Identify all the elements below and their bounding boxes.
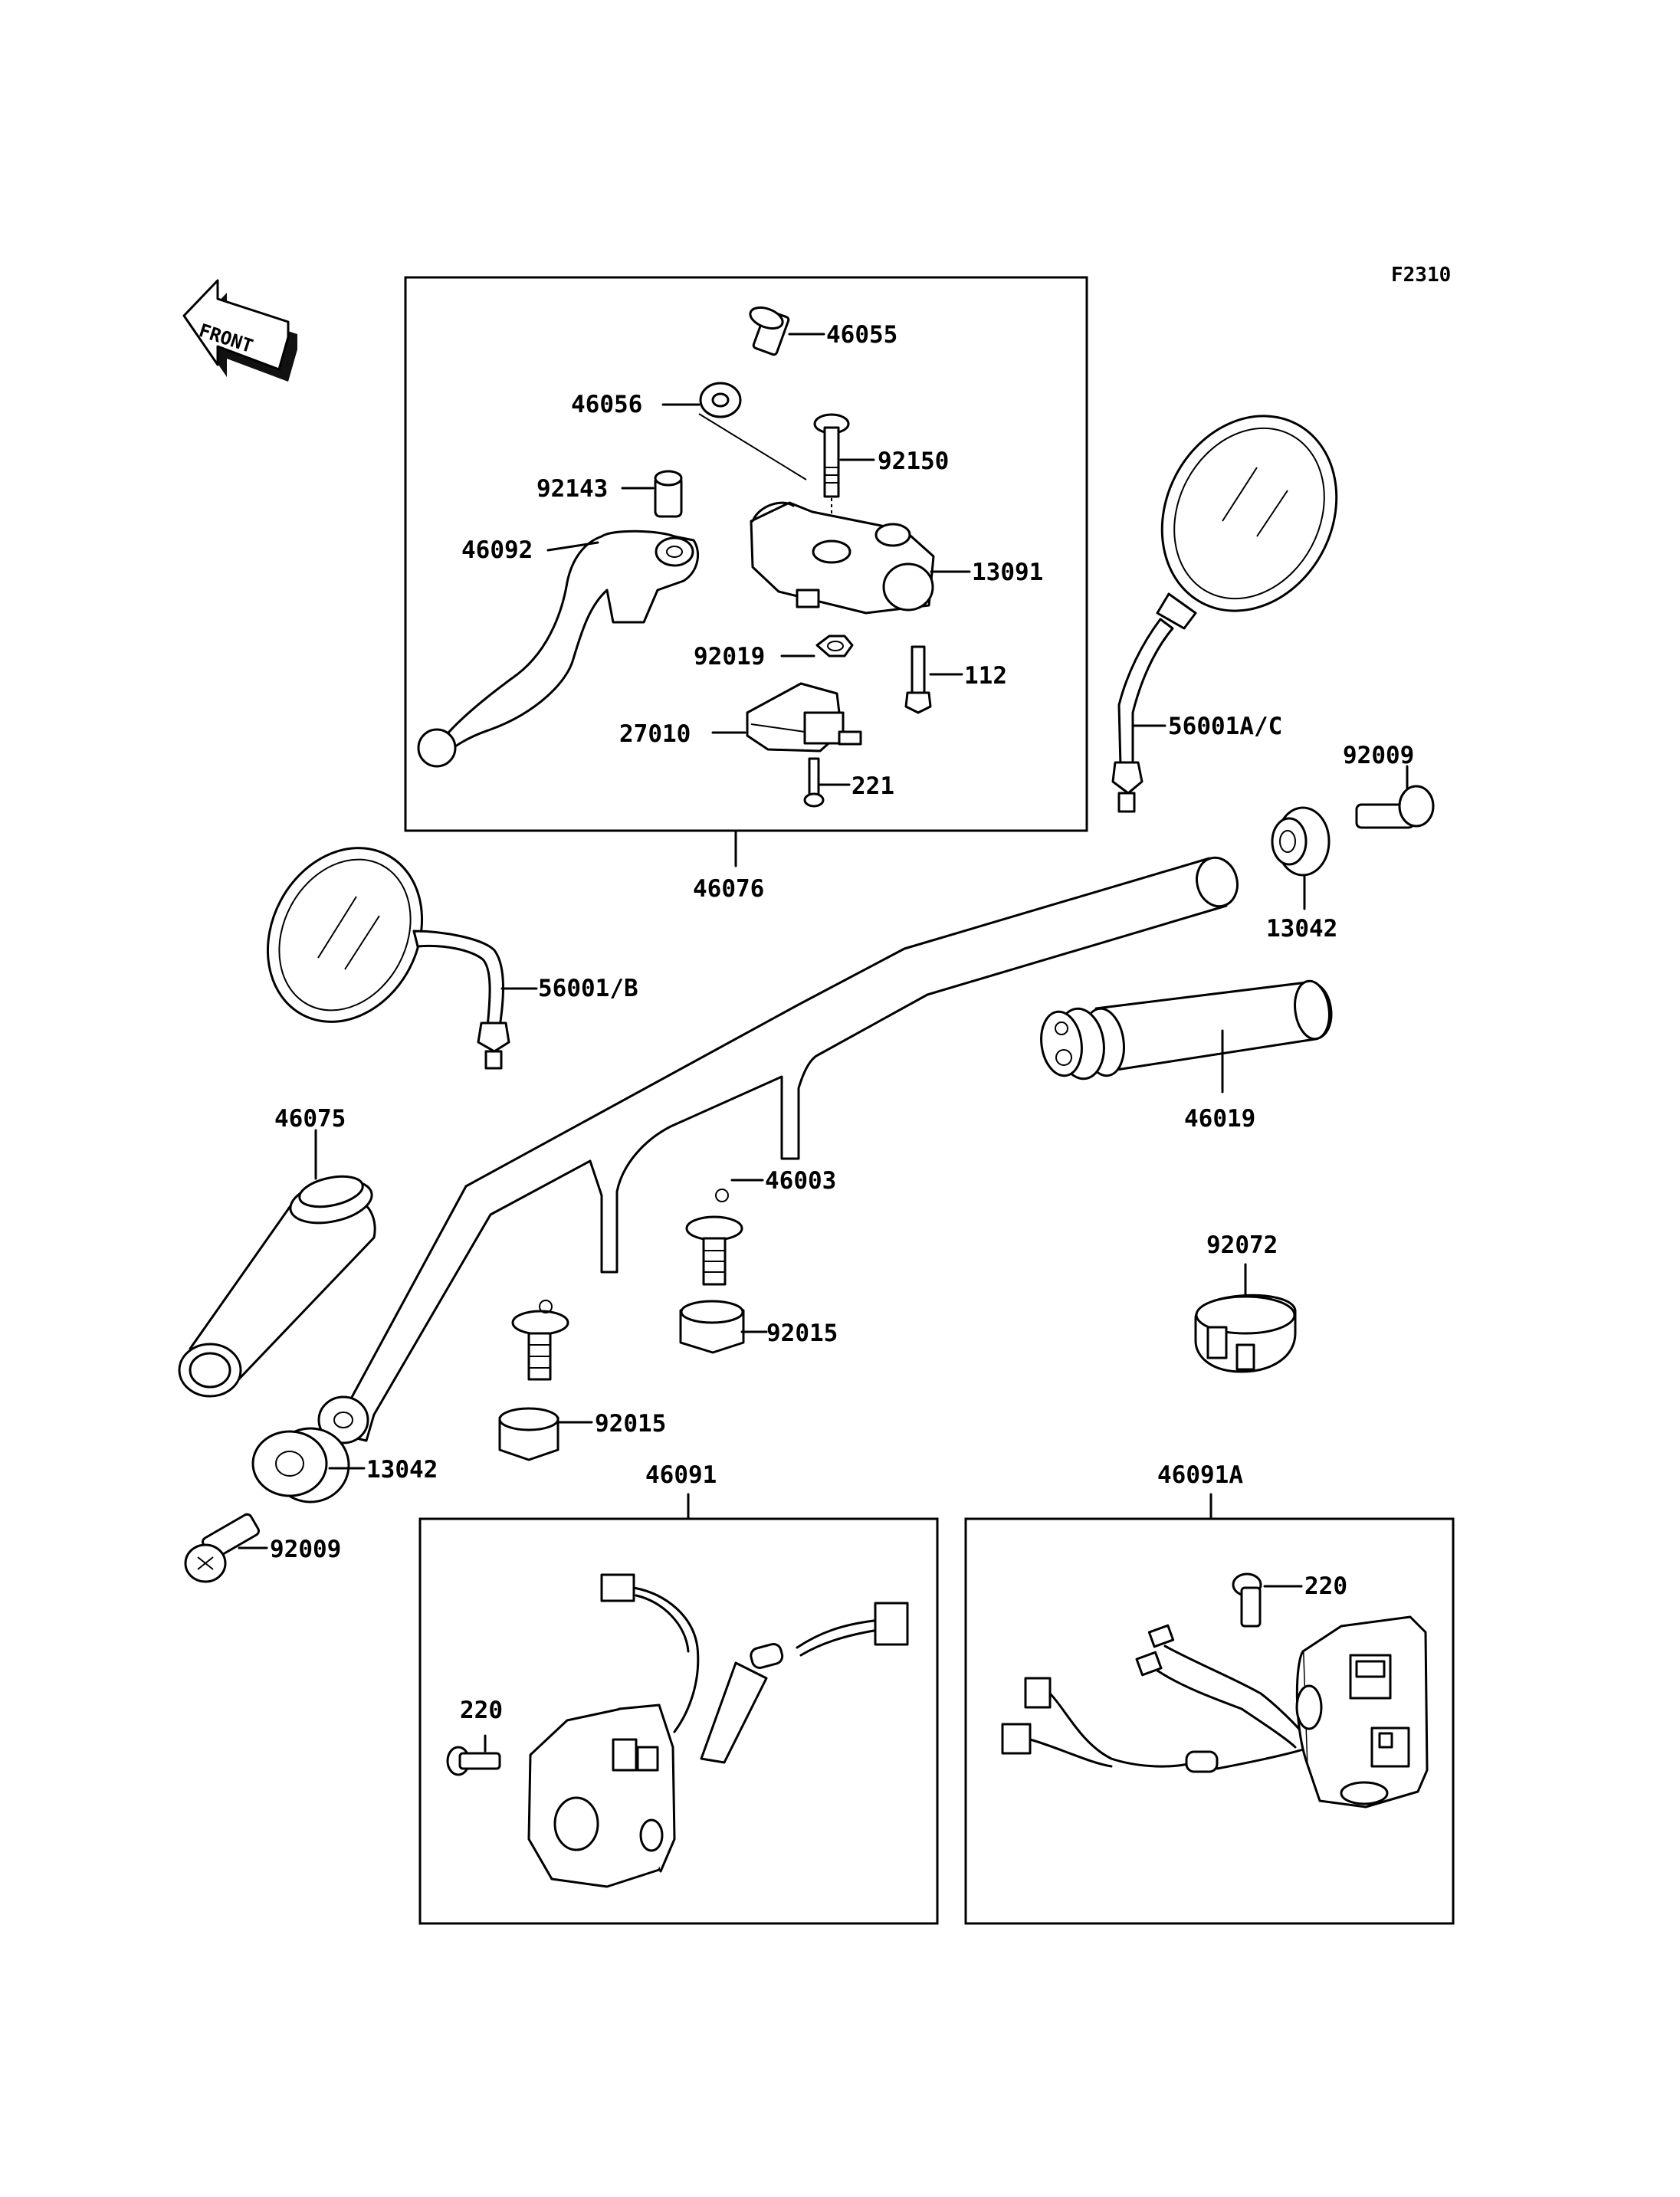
lock-nut-icon [699,382,742,418]
throttle-grip-icon [1040,979,1333,1080]
label-92009-left: 92009 [270,1536,341,1563]
right-switch-box [964,1517,1455,1925]
label-56001ac: 56001A/C [1168,713,1282,740]
label-92150: 92150 [878,448,949,475]
label-13091: 13091 [972,559,1043,586]
handlebar-nut-left-icon [498,1407,559,1461]
handlebar-nut-center-icon [679,1300,745,1354]
left-switch-box [418,1517,939,1925]
left-grip-icon [178,1175,376,1398]
label-46019: 46019 [1184,1105,1255,1133]
label-112: 112 [964,662,1007,690]
label-92072: 92072 [1206,1231,1278,1259]
label-220-right: 220 [1304,1572,1347,1600]
label-56001b: 56001/B [538,975,638,1002]
nut-icon [815,635,854,657]
lever-assembly-box [404,276,1088,832]
label-46091: 46091 [645,1461,717,1489]
figure-code: F2310 [1391,264,1451,287]
label-46092: 46092 [461,536,533,564]
clutch-switch-icon [746,682,862,753]
label-27010: 27010 [619,720,691,748]
lever-holder-icon [750,501,935,615]
label-46075: 46075 [274,1105,346,1133]
right-mirror-icon [1111,415,1338,813]
left-weight-icon [251,1427,350,1503]
front-arrow-icon: FRONT [182,279,297,382]
right-bolt-icon [1355,785,1435,829]
cable-adjuster-icon [749,306,790,356]
label-92009-right: 92009 [1343,742,1414,769]
screw-icon [803,757,825,808]
label-46056: 46056 [571,391,642,418]
label-220-left: 220 [460,1697,503,1724]
clutch-lever-icon [417,530,700,768]
right-box-screw-icon [1232,1572,1262,1628]
left-mirror-icon [266,847,510,1070]
handlebar-icon [317,856,1239,1444]
label-46076: 46076 [693,875,764,903]
label-92015-left: 92015 [595,1410,666,1438]
left-switch-housing-icon [527,1573,909,1888]
left-bolt-icon [184,1513,260,1583]
label-221: 221 [851,772,894,800]
label-13042-right: 13042 [1266,915,1337,943]
label-92019: 92019 [694,643,765,671]
cable-clamp-icon [1194,1294,1297,1373]
label-92143: 92143 [536,475,608,503]
label-46091a: 46091A [1157,1461,1243,1489]
bushing-icon [654,470,683,518]
pivot-bolt-icon [813,413,850,552]
label-46055: 46055 [826,321,897,349]
right-weight-icon [1271,806,1331,877]
label-46003: 46003 [765,1167,836,1195]
left-box-screw-icon [446,1746,501,1776]
label-13042-left: 13042 [366,1456,438,1484]
label-92015-center: 92015 [766,1320,838,1347]
right-switch-housing-icon [1001,1615,1429,1808]
bolt-icon [904,645,932,714]
